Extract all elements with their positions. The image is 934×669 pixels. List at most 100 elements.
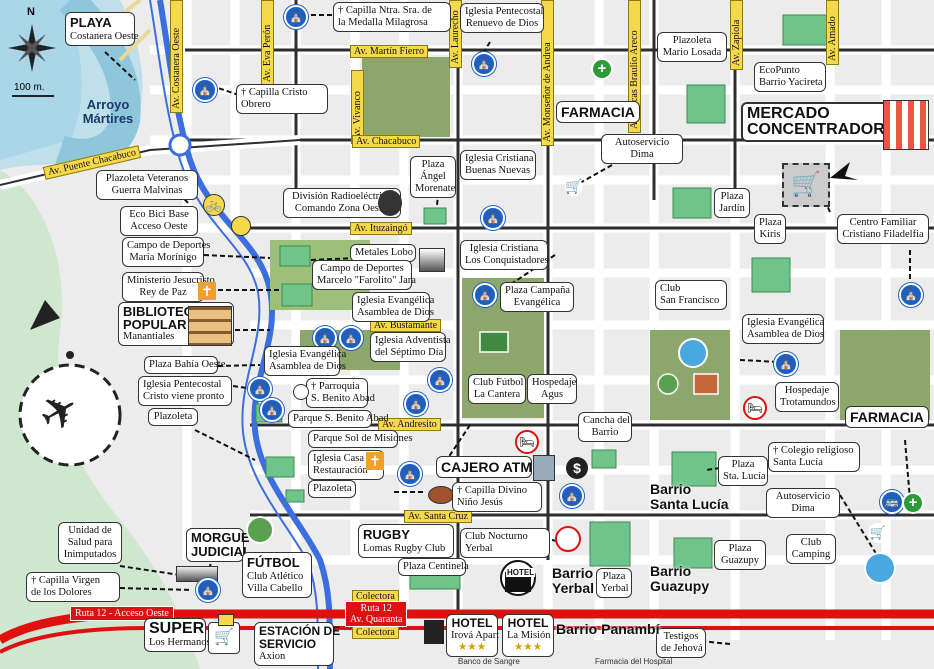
ecobici-label[interactable]: Eco Bici Base Acceso Oeste bbox=[120, 206, 198, 236]
church-icon[interactable]: ⛪ bbox=[472, 52, 496, 76]
campo-morinigo-label[interactable]: Campo de Deportes María Morínigo bbox=[122, 237, 210, 267]
cancha-barrio-label[interactable]: Cancha del Barrio bbox=[578, 412, 632, 442]
super-label[interactable]: SUPER Los Hermanos bbox=[144, 618, 211, 652]
cross-icon[interactable]: ✝ bbox=[198, 282, 216, 300]
plaza-stalucia-label[interactable]: Plaza Sta. Lucía bbox=[718, 456, 768, 486]
autoservicio-right-label[interactable]: Autoservicio Dima bbox=[766, 488, 840, 518]
iglesia-buenas-label[interactable]: Iglesia Cristiana Buenas Nuevas bbox=[460, 150, 536, 180]
plazoleta-losada-label[interactable]: Plazoleta Mario Losada bbox=[657, 32, 727, 62]
police-badge-icon[interactable] bbox=[231, 216, 251, 236]
church-icon[interactable]: ⛪ bbox=[196, 578, 220, 602]
church-icon[interactable]: ⛪ bbox=[284, 5, 308, 29]
plaza-kiris-label[interactable]: Plaza Kiris bbox=[754, 214, 786, 244]
parque-benito-label[interactable]: Parque S. Benito Abad bbox=[288, 410, 389, 428]
parroquia-label[interactable]: † Parroquia S. Benito Abad bbox=[306, 378, 375, 408]
plaza-bahia-label[interactable]: Plaza Bahía Oeste bbox=[144, 356, 225, 374]
iglesia-conquistadores-label[interactable]: Iglesia Cristiana Los Conquistadores bbox=[460, 240, 549, 270]
bed-icon[interactable]: 🛏 bbox=[743, 396, 767, 420]
capilla-nino-label[interactable]: † Capilla Divino Niño Jesús bbox=[452, 482, 542, 512]
biblioteca-line3: Manantiales bbox=[123, 331, 175, 342]
shopping-cart-icon[interactable]: 🛒 bbox=[782, 163, 830, 207]
church-icon[interactable]: ⛪ bbox=[560, 484, 584, 508]
plaza-guazupy-label[interactable]: Plaza Guazupy bbox=[714, 540, 766, 570]
hospedaje-trot-label[interactable]: Hospedaje Trotamundos bbox=[775, 382, 839, 412]
hotel-mision-label[interactable]: HOTEL La Misión ★★★ bbox=[502, 614, 554, 657]
farmacia-top-label[interactable]: FARMACIA bbox=[556, 101, 640, 123]
shopping-cart-icon[interactable]: 🛒 bbox=[868, 523, 888, 543]
barrio-yerbal-label: Barrio Yerbal bbox=[552, 566, 594, 596]
iglesia-evang-right-line1: Iglesia Evangélica bbox=[747, 317, 825, 328]
fuel-icon[interactable] bbox=[218, 614, 234, 626]
capilla-dolores-label[interactable]: † Capilla Virgen de los Dolores bbox=[26, 572, 120, 602]
bus-stop-icon[interactable]: 🚌 bbox=[880, 490, 904, 514]
church-icon[interactable]: ⛪ bbox=[339, 326, 363, 350]
shopping-cart-icon[interactable]: 🛒 bbox=[208, 622, 240, 654]
playa-label[interactable]: PLAYA Costanera Oeste bbox=[65, 12, 139, 46]
adventista-label[interactable]: Iglesia Adventista del Séptimo Día bbox=[370, 332, 451, 362]
testigos-label[interactable]: Testigos de Jehová bbox=[656, 628, 706, 658]
club-camping-label[interactable]: Club Camping bbox=[786, 534, 836, 564]
club-cantera-label[interactable]: Club Fútbol La Cantera bbox=[468, 374, 526, 404]
church-icon[interactable]: ⛪ bbox=[428, 368, 452, 392]
church-icon[interactable]: ⛪ bbox=[899, 283, 923, 307]
plaza-jardin-label[interactable]: Plaza Jardín bbox=[714, 188, 750, 218]
barrio-yerbal-line1: Barrio bbox=[552, 565, 594, 581]
plaza-jardin-line2: Jardín bbox=[719, 203, 745, 214]
capilla-medalla-label[interactable]: † Capilla Ntra. Sra. de la Medalla Milag… bbox=[333, 2, 451, 32]
iglesia-cristo-pronto-label[interactable]: Iglesia Pentecostal Cristo viene pronto bbox=[138, 376, 232, 406]
plazoleta-left-label[interactable]: Plazoleta bbox=[148, 408, 198, 426]
bicycle-icon[interactable]: 🚲 bbox=[203, 194, 225, 216]
campo-jara-label[interactable]: Campo de Deportes Marcelo "Farolito" Jar… bbox=[312, 260, 416, 290]
plaza-angel-label[interactable]: Plaza Ángel Morenate bbox=[410, 156, 456, 198]
plaza-centinela-label[interactable]: Plaza Centinela bbox=[398, 558, 469, 576]
church-icon[interactable]: ⛪ bbox=[248, 377, 272, 401]
atm-icon[interactable] bbox=[533, 455, 555, 481]
bed-icon[interactable]: 🛏 bbox=[515, 430, 539, 454]
church-icon[interactable]: ⛪ bbox=[193, 78, 217, 102]
farmacia-right-label[interactable]: FARMACIA bbox=[845, 406, 929, 428]
church-icon[interactable]: ⛪ bbox=[398, 462, 422, 486]
club-nocturno-label[interactable]: Club Nocturno Yerbal bbox=[460, 528, 550, 558]
ministerio-label[interactable]: Ministerio Jesucristo Rey de Paz bbox=[122, 272, 215, 302]
futbol-label[interactable]: FÚTBOL Club Atlético Villa Cabello bbox=[242, 552, 312, 598]
pharmacy-cross-icon[interactable]: + bbox=[902, 492, 924, 514]
pharmacy-cross-icon[interactable]: + bbox=[591, 58, 613, 80]
pool-icon[interactable] bbox=[864, 552, 896, 584]
rugby-label[interactable]: RUGBY Lomas Rugby Club bbox=[358, 524, 454, 558]
estacion-label[interactable]: ESTACIÓN DE SERVICIO Axion bbox=[254, 622, 340, 666]
morgue-label[interactable]: MORGUE JUDICIAL bbox=[186, 528, 251, 562]
iglesia-renuevo-label[interactable]: Iglesia Pentecostal Renuevo de Dios bbox=[460, 3, 544, 33]
plazoleta-bottom-label[interactable]: Plazoleta bbox=[308, 480, 356, 498]
church-icon[interactable]: ⛪ bbox=[260, 398, 284, 422]
barrio-guazupy-line2: Guazupy bbox=[650, 578, 710, 594]
iglesia-evang-right-label[interactable]: Iglesia Evangélica Asamblea de Dios bbox=[742, 314, 824, 344]
church-icon[interactable]: ⛪ bbox=[481, 206, 505, 230]
autoservicio-top-label[interactable]: Autoservicio Dima bbox=[601, 134, 683, 164]
mercado-label[interactable]: MERCADO CONCENTRADOR bbox=[741, 102, 891, 142]
cross-icon[interactable]: ✝ bbox=[366, 452, 384, 470]
club-sanfrancisco-label[interactable]: Club San Francisco bbox=[655, 280, 727, 310]
unidad-label[interactable]: Unidad de Salud para Inimputados bbox=[58, 522, 122, 564]
rugby-ball-icon[interactable] bbox=[428, 486, 454, 504]
nightclub-icon[interactable] bbox=[555, 526, 581, 552]
pool-icon[interactable] bbox=[678, 338, 708, 368]
iglesia-evang-asamblea-label[interactable]: Iglesia Evangélica Asamblea de Dios bbox=[352, 292, 434, 322]
soccer-field-icon[interactable] bbox=[246, 516, 274, 544]
plaza-veteranos-label[interactable]: Plazoleta Veteranos Guerra Malvinas bbox=[96, 170, 198, 200]
centro-familiar-label[interactable]: Centro Familiar Cristiano Filadelfia bbox=[837, 214, 929, 244]
ecopunto-label[interactable]: EcoPunto Barrio Yacireta bbox=[754, 62, 826, 92]
dollar-icon[interactable]: $ bbox=[566, 457, 588, 479]
capilla-cristo-label[interactable]: † Capilla Cristo Obrero bbox=[236, 84, 328, 114]
iglesia-evang-left-label[interactable]: Iglesia Evangélica Asamblea de Dios bbox=[264, 346, 346, 376]
cajero-label[interactable]: CAJERO ATM bbox=[436, 456, 532, 478]
hotel-irova-label[interactable]: HOTEL Irová Apart ★★★ bbox=[446, 614, 499, 657]
plaza-yerbal-label[interactable]: Plaza Yerbal bbox=[596, 568, 632, 598]
church-icon[interactable]: ⛪ bbox=[473, 283, 497, 307]
shopping-cart-icon[interactable]: 🛒 bbox=[565, 178, 583, 196]
hospedaje-agus-label[interactable]: Hospedaje Agus bbox=[527, 374, 577, 404]
church-icon[interactable]: ⛪ bbox=[404, 392, 428, 416]
plaza-campana-label[interactable]: Plaza Campaña Evangélica bbox=[500, 282, 574, 312]
parque-misiones-label[interactable]: Parque Sol de Misiones bbox=[308, 430, 412, 448]
colegio-label[interactable]: † Colegio religioso Santa Lucía bbox=[768, 442, 860, 472]
church-icon[interactable]: ⛪ bbox=[774, 352, 798, 376]
